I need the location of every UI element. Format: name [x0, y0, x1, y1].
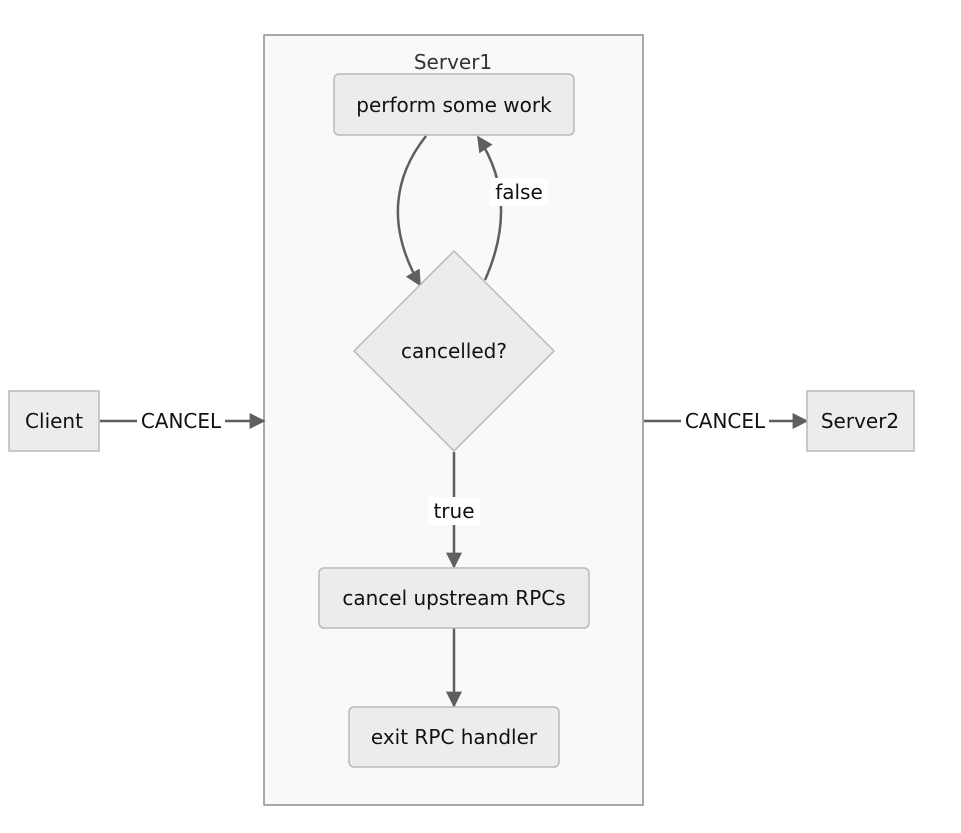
edge-label-cancel-right: CANCEL	[685, 409, 766, 433]
true-label-bg	[428, 497, 480, 525]
node-exit-handler-label: exit RPC handler	[371, 725, 538, 749]
edge-label-false: false	[495, 180, 543, 204]
node-client-label: Client	[25, 409, 83, 433]
node-exit-handler: exit RPC handler	[348, 706, 560, 768]
node-cancelled-decision: cancelled?	[352, 249, 556, 453]
edge-decision-false-to-work	[476, 135, 503, 281]
node-perform-work-label: perform some work	[356, 93, 552, 117]
false-label-bg	[490, 178, 548, 206]
node-cancel-upstream: cancel upstream RPCs	[318, 567, 590, 629]
cancel-label-left-bg	[137, 408, 225, 436]
edge-work-to-decision	[396, 135, 427, 287]
node-perform-work-box	[333, 73, 575, 136]
node-cancel-upstream-label: cancel upstream RPCs	[342, 586, 565, 610]
node-cancel-upstream-box	[318, 567, 590, 629]
edge-label-true: true	[433, 499, 474, 523]
node-server2-box	[806, 390, 915, 452]
node-perform-work: perform some work	[333, 73, 575, 136]
node-server2-label: Server2	[821, 409, 899, 433]
server1-cluster-title: Server1	[414, 50, 492, 74]
cancel-label-right-bg	[681, 408, 769, 436]
node-exit-handler-box	[348, 706, 560, 768]
node-cancelled-label: cancelled?	[401, 339, 507, 363]
node-client: Client	[8, 390, 100, 452]
edge-label-cancel-left: CANCEL	[141, 409, 222, 433]
node-server2: Server2	[806, 390, 915, 452]
node-cancelled-diamond	[352, 249, 556, 453]
node-client-box	[8, 390, 100, 452]
